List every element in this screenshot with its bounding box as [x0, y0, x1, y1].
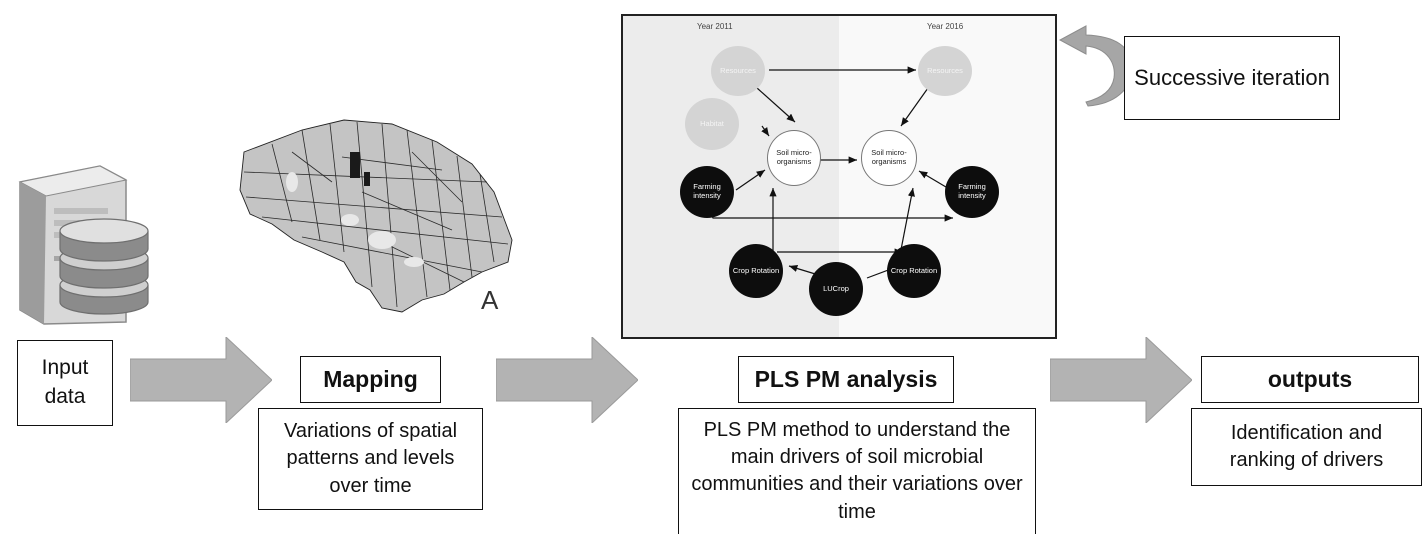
pls-description: PLS PM method to understand the main dri…: [691, 419, 1023, 523]
pls-title: PLS PM analysis: [754, 366, 938, 392]
outputs-description-box: Identification and ranking of drivers: [1191, 408, 1422, 486]
outputs-description: Identification and ranking of drivers: [1229, 421, 1384, 471]
flow-arrow-1: [130, 337, 272, 423]
year-2016-label: Year 2016: [927, 22, 964, 31]
circular-iteration-arrow-icon: [1058, 25, 1133, 107]
map-marker-label: A: [481, 285, 499, 315]
mapping-title: Mapping: [323, 366, 418, 392]
outputs-title: outputs: [1267, 366, 1353, 392]
outputs-title-box: outputs: [1201, 356, 1419, 403]
node-resources-2016: Resources: [918, 46, 972, 96]
pls-description-box: PLS PM method to understand the main dri…: [678, 408, 1036, 534]
node-crop-rotation-2016: Crop Rotation: [887, 244, 941, 298]
node-crop-rotation-2011: Crop Rotation: [729, 244, 783, 298]
mapping-description: Variations of spatial patterns and level…: [283, 420, 458, 497]
input-data-box: Input data: [17, 340, 113, 426]
database-server-icon: [18, 165, 149, 325]
flow-arrow-2: [496, 337, 638, 423]
flow-arrow-3: [1050, 337, 1192, 423]
node-habitat: Habitat: [685, 98, 739, 150]
node-soil-2011: Soil micro-organisms: [767, 130, 821, 186]
iteration-label: Successive iteration: [1134, 65, 1330, 91]
cadastral-map-icon: [239, 119, 513, 313]
pls-model-diagram: Year 2011 Year 2016 Resources Resources …: [621, 14, 1057, 339]
node-soil-2016: Soil micro-organisms: [861, 130, 917, 186]
iteration-box: Successive iteration: [1124, 36, 1340, 120]
mapping-description-box: Variations of spatial patterns and level…: [258, 408, 483, 510]
node-farming-2011: Farming intensity: [680, 166, 734, 218]
node-farming-2016: Farming intensity: [945, 166, 999, 218]
year-2011-label: Year 2011: [697, 22, 733, 31]
pls-title-box: PLS PM analysis: [738, 356, 954, 403]
node-resources-2011: Resources: [711, 46, 765, 96]
input-data-label: Input data: [41, 356, 89, 408]
node-lucrop: LUCrop: [809, 262, 863, 316]
mapping-title-box: Mapping: [300, 356, 441, 403]
